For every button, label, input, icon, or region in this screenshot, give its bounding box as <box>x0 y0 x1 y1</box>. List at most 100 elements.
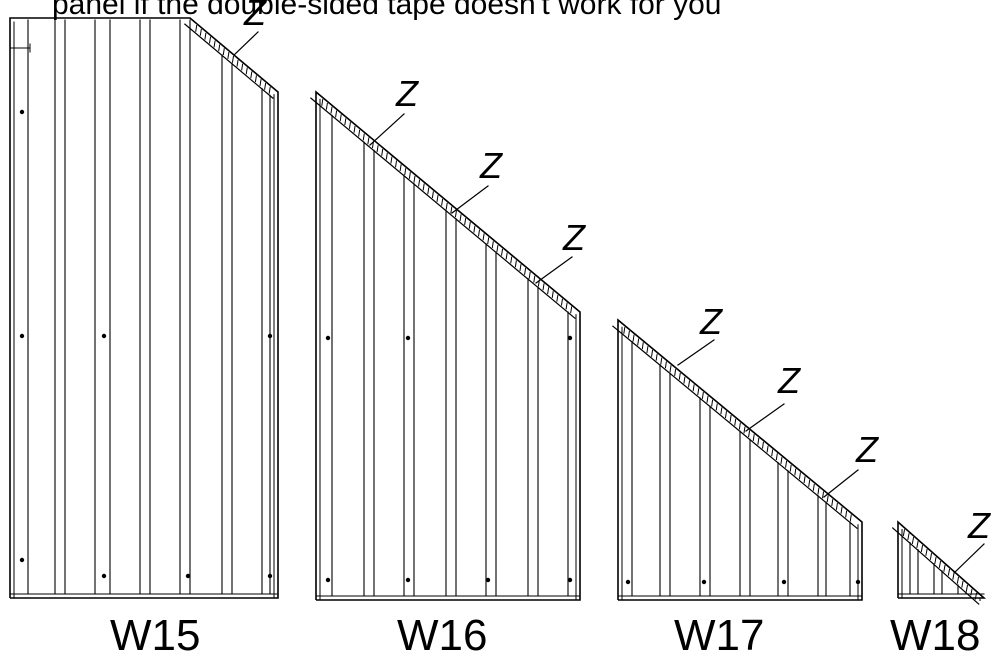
tape-hatch <box>418 179 421 187</box>
z-marker-label: Z <box>395 73 419 114</box>
tape-hatch <box>925 549 928 556</box>
tape-hatch <box>268 86 271 94</box>
tape-hatch <box>678 372 681 380</box>
tape-hatch <box>236 59 239 67</box>
tape-hatch <box>902 529 906 537</box>
tape-hatch <box>376 145 379 152</box>
tape-hatch <box>254 75 257 83</box>
tape-hatch <box>199 28 202 36</box>
tape-hatch <box>468 221 471 229</box>
wall-panel-w18 <box>891 520 987 605</box>
tape-hatch <box>321 98 324 106</box>
tape-hatch <box>464 218 467 225</box>
tape-hatch <box>427 187 430 195</box>
fastener-dot <box>101 333 107 339</box>
tape-hatch <box>780 457 783 464</box>
tape-hatch <box>934 556 937 564</box>
tape-hatch <box>849 514 852 522</box>
tape-hatch <box>218 44 221 52</box>
tape-hatch <box>348 122 351 129</box>
tape-hatch <box>706 395 709 403</box>
tape-hatch <box>929 553 933 560</box>
tape-hatch <box>660 357 663 365</box>
tape-hatch <box>789 464 792 472</box>
tape-hatch <box>701 392 704 399</box>
tape-hatch <box>916 541 919 548</box>
tape-hatch <box>477 229 481 237</box>
z-leader-line <box>451 185 489 214</box>
tape-hatch <box>752 434 755 441</box>
tape-hatch <box>259 79 262 86</box>
tape-hatch <box>445 202 448 210</box>
fastener-dot <box>567 335 573 341</box>
fastener-dot <box>267 333 273 339</box>
tape-hatch <box>956 576 960 584</box>
tape-hatch <box>775 453 778 461</box>
panel-outline <box>9 17 279 599</box>
tape-hatch <box>436 195 439 202</box>
tape-hatch <box>556 294 559 302</box>
wall-panel-w16 <box>310 90 581 601</box>
tape-hatch <box>330 106 333 114</box>
tape-hatch <box>264 82 267 90</box>
tape-hatch <box>381 148 384 156</box>
z-marker-label: Z <box>855 429 879 470</box>
fastener-dot <box>781 579 787 585</box>
fastener-dot <box>405 335 411 341</box>
tape-hatch <box>431 191 434 199</box>
fastener-dot <box>485 577 491 583</box>
tape-hatch <box>441 198 444 206</box>
tape-hatch <box>367 137 370 145</box>
tape-hatch <box>623 326 626 334</box>
tape-hatch <box>501 248 504 256</box>
fastener-dot <box>855 579 861 585</box>
tape-hatch <box>450 206 453 214</box>
tape-hatch <box>840 506 843 514</box>
tape-hatch <box>404 168 407 176</box>
fastener-dot <box>19 109 25 115</box>
tape-hatch <box>757 437 760 445</box>
tape-hatch <box>491 241 494 249</box>
tape-hatch <box>241 63 244 71</box>
fastener-dot <box>325 577 331 583</box>
tape-hatch <box>533 275 536 283</box>
wall-panel-w15 <box>9 17 279 599</box>
fastener-dot <box>19 333 25 339</box>
tape-hatch <box>734 418 737 426</box>
tape-hatch <box>651 349 654 357</box>
tape-hatch <box>231 55 234 63</box>
tape-hatch <box>822 491 825 499</box>
tape-hatch <box>808 480 811 487</box>
panel-outline <box>315 90 581 601</box>
tape-hatch <box>627 330 630 338</box>
tape-hatch <box>845 510 848 518</box>
tape-hatch <box>519 264 522 272</box>
tape-hatch <box>195 25 198 32</box>
fastener-dot <box>701 579 707 585</box>
top-plate-line <box>310 97 576 319</box>
tape-hatch <box>358 129 361 137</box>
z-marker-label: Z <box>777 360 801 401</box>
fastener-dot <box>405 577 411 583</box>
tape-hatch <box>250 71 253 79</box>
tape-hatch <box>524 267 527 275</box>
tape-hatch <box>454 210 457 218</box>
tape-hatch <box>729 414 732 422</box>
tape-hatch <box>222 48 225 56</box>
tape-hatch <box>664 361 667 369</box>
tape-hatch <box>952 572 955 580</box>
panel-outline <box>897 520 987 599</box>
tape-hatch <box>766 445 769 453</box>
tape-hatch <box>385 152 388 160</box>
top-plate-line <box>184 23 274 99</box>
panel-outline <box>617 318 863 601</box>
z-leader-line <box>677 339 715 366</box>
z-leader-line <box>369 113 405 146</box>
z-marker-label: Z <box>243 0 267 33</box>
tape-hatch <box>399 164 402 172</box>
tape-hatch <box>688 380 691 388</box>
tape-hatch <box>655 353 658 361</box>
tape-hatch <box>213 40 216 48</box>
tape-hatch <box>510 256 513 264</box>
tape-hatch <box>711 399 714 407</box>
